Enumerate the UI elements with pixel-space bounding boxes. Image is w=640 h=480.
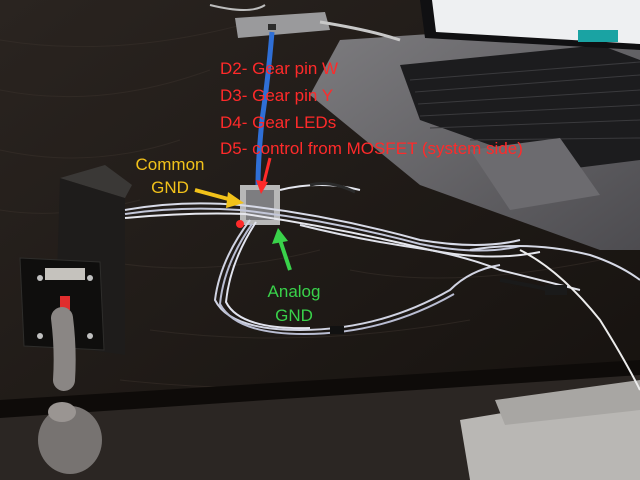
- analog-gnd-label-line2: GND: [275, 306, 313, 325]
- chair-back: [495, 380, 640, 425]
- wire-connector-2: [330, 326, 344, 334]
- laptop-trackpad: [470, 138, 600, 210]
- pin-label-d4: D4- Gear LEDs: [220, 113, 337, 132]
- yellow-arrow-head: [226, 192, 244, 208]
- wire-connector: [545, 285, 567, 295]
- red-arrow-shaft: [261, 157, 272, 187]
- pin-label-d2: D2- Gear pin W: [220, 59, 339, 78]
- green-arrow-head: [272, 228, 288, 244]
- green-arrow-shaft: [278, 239, 292, 271]
- joystick-grip-base: [38, 406, 102, 474]
- hub-cable: [319, 20, 401, 42]
- joystick-stick: [51, 307, 76, 391]
- usb-hub: [209, 4, 401, 42]
- red-arrow-head: [256, 180, 268, 194]
- wire-bundles: [124, 182, 640, 391]
- pin-label-d3: D3- Gear pin Y: [220, 86, 334, 105]
- joystick-box: [19, 165, 132, 474]
- laptop: [310, 0, 640, 250]
- annotation-arrows: [194, 157, 292, 271]
- common-gnd-label-line1: Common: [135, 155, 205, 174]
- common-gnd-label-line2: GND: [151, 178, 189, 197]
- analog-gnd-label-line1: Analog: [267, 282, 321, 301]
- blue-usb-cable: [255, 31, 275, 186]
- pin-label-d5: D5- control from MOSFET (system side): [220, 139, 523, 158]
- table-edge: [0, 360, 640, 418]
- yellow-arrow-shaft: [194, 188, 233, 202]
- screen-window-accent: [578, 30, 618, 42]
